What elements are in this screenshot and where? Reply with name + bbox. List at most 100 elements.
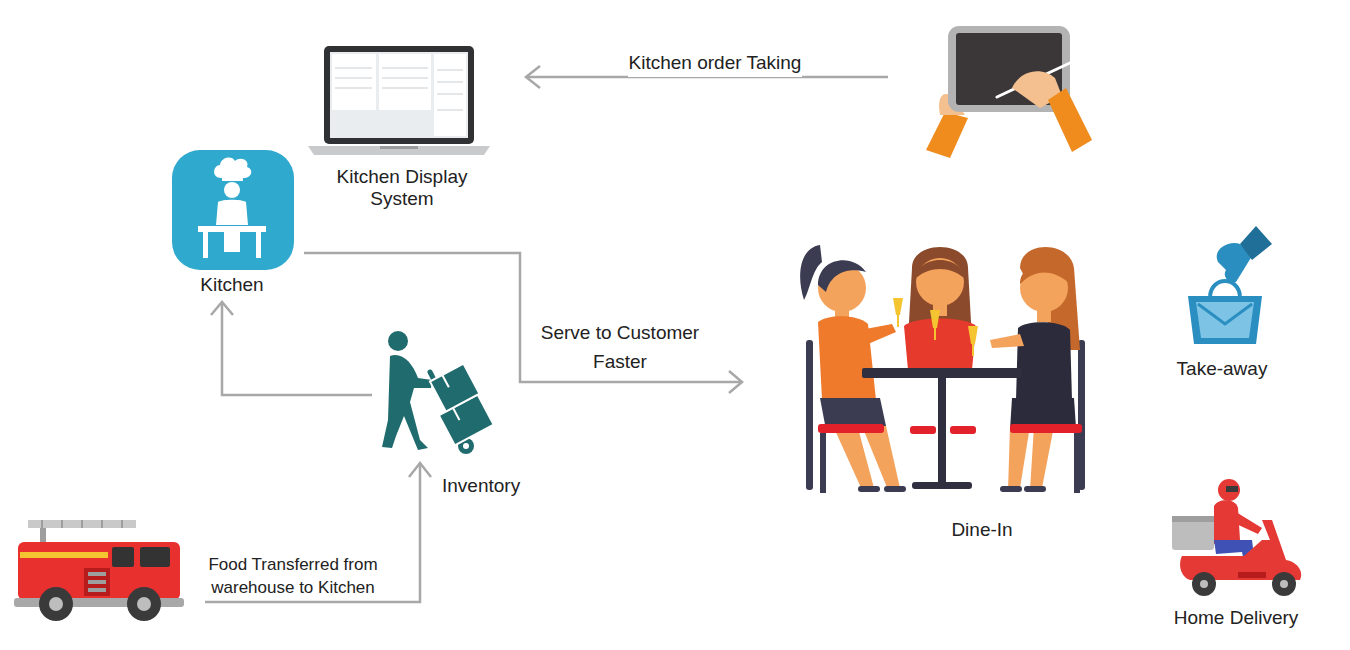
dine-in-scene-part <box>1008 426 1030 490</box>
truck-icon-part-part <box>81 520 83 528</box>
tablet-icon-part <box>926 112 968 158</box>
truck-icon-part-part <box>61 520 63 528</box>
truck-icon <box>14 520 184 621</box>
dine-in-scene-part <box>820 433 826 493</box>
truck-icon-part <box>28 520 136 528</box>
laptop-icon-part-part <box>437 94 463 95</box>
truck-icon-part-part <box>121 520 123 528</box>
dine-in-scene-part <box>893 298 903 315</box>
connector-line <box>304 253 742 382</box>
kitchen-icon-part <box>172 150 294 270</box>
kitchen-icon-part <box>203 232 208 258</box>
dine-in-node: Dine-In <box>742 238 1102 550</box>
laptop-icon <box>308 46 490 155</box>
laptop-icon-part <box>379 54 431 110</box>
kitchen-icon-part <box>224 182 240 198</box>
kitchen-icon <box>172 150 294 270</box>
node-label: Kitchen Display System <box>310 166 494 210</box>
flow-note: Food Transferred from warehouse to Kitch… <box>188 553 398 599</box>
laptop-icon-part-part <box>437 70 463 71</box>
node-label: Kitchen <box>160 274 304 296</box>
kitchen-icon-part <box>222 176 243 181</box>
truck-icon-part-part <box>101 520 103 528</box>
delivery-icon <box>1172 479 1301 596</box>
flow-connector <box>211 302 372 395</box>
truck-icon-part <box>42 520 122 528</box>
node-label: Dine-In <box>922 519 1042 541</box>
delivery-icon-part <box>1172 516 1214 550</box>
delivery-icon-part <box>1218 479 1240 501</box>
dine-in-scene-part <box>884 486 906 492</box>
laptop-icon-part <box>308 146 490 155</box>
laptop-icon-part-part <box>382 88 428 89</box>
dine-in-scene <box>800 245 1085 493</box>
laptop-icon-part <box>380 146 418 149</box>
inventory-figure-part <box>423 364 496 446</box>
dine-in-scene-part <box>912 482 972 489</box>
take-away-icon-part <box>1198 304 1252 324</box>
laptop-icon-part-part <box>335 88 372 89</box>
dine-in-scene-part <box>904 319 976 371</box>
dine-in-scene-part <box>950 426 976 434</box>
delivery-icon-part <box>1272 572 1296 596</box>
delivery-icon-part <box>1200 580 1208 588</box>
laptop-icon-part <box>335 68 463 110</box>
truck-icon-part <box>49 597 63 611</box>
truck-icon-part <box>84 568 110 596</box>
dine-in-scene-part <box>1000 486 1022 492</box>
take-away-icon-part <box>1196 302 1254 338</box>
delivery-icon-part <box>1238 572 1266 578</box>
dine-in-scene-part <box>972 344 974 356</box>
flow-connector <box>304 253 742 393</box>
truck-icon-part <box>112 547 134 567</box>
tablet-icon-part <box>1048 88 1092 152</box>
node-label: Home Delivery <box>1156 607 1316 629</box>
tablet-icon <box>926 26 1092 158</box>
dine-in-scene-part <box>1030 426 1054 490</box>
edge-label: Serve to Customer Faster <box>528 318 712 376</box>
display-node: Kitchen Display System <box>300 40 504 222</box>
delivery-icon-part <box>1192 572 1216 596</box>
truck-icon-part <box>88 580 106 584</box>
dine-in-scene-part <box>1020 264 1068 312</box>
arrow-head <box>211 302 233 315</box>
laptop-icon-part-part <box>335 68 372 69</box>
arrow-head <box>729 371 742 393</box>
laptop-icon-part <box>434 54 466 136</box>
truck-icon-part <box>88 588 106 592</box>
connector-line <box>222 302 372 395</box>
kitchen-icon-part <box>256 232 261 258</box>
truck-icon-part <box>137 597 151 611</box>
dine-in-scene-part <box>858 486 880 492</box>
laptop-icon-part-part <box>335 78 372 79</box>
inventory-node: Inventory <box>372 328 538 504</box>
node-label: Take-away <box>1160 358 1284 380</box>
take-away-icon-part <box>1188 296 1262 344</box>
dine-in-scene-part <box>916 258 964 306</box>
truck-icon-part <box>127 587 161 621</box>
dine-in-scene-part <box>806 340 813 490</box>
dine-in-scene-part <box>968 326 978 344</box>
delivery-icon-part <box>1180 520 1301 580</box>
dine-in-scene-part <box>862 368 1022 378</box>
take-away-icon <box>1188 226 1272 344</box>
dine-in-scene-part <box>930 310 940 328</box>
laptop-icon-part <box>324 46 474 144</box>
laptop-icon-part <box>330 52 468 138</box>
inventory-figure-part-part <box>453 408 460 420</box>
inventory-figure-part-part <box>430 364 480 412</box>
inventory-figure-part <box>388 331 408 351</box>
kitchen-icon-part <box>216 200 248 225</box>
truck-icon-part <box>20 552 108 558</box>
dine-in-scene-part <box>910 426 936 434</box>
flow-note: Kitchen order Taking <box>628 48 802 77</box>
truck-icon-part <box>40 528 46 544</box>
laptop-icon-part-part <box>382 78 428 79</box>
dine-in-scene-part <box>916 260 964 278</box>
dine-in-scene-part <box>818 424 884 433</box>
inventory-figure-part <box>463 443 469 449</box>
dine-in-scene-part <box>1037 308 1051 322</box>
dine-in-scene-part <box>1016 322 1072 400</box>
laptop-icon-part-part <box>382 68 428 69</box>
